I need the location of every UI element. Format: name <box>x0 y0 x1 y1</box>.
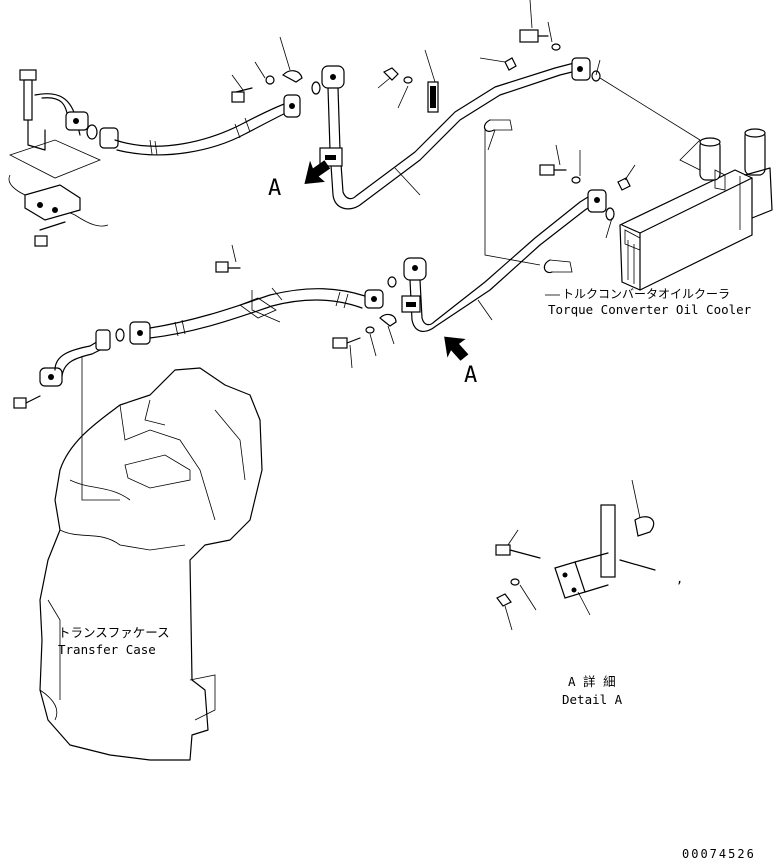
detail-a-label-en: Detail A <box>562 692 623 707</box>
lower-hose <box>13 244 397 501</box>
lower-tube <box>401 189 615 332</box>
left-clamp-assembly <box>8 69 109 247</box>
detail-a-label-jp: A 詳 細 <box>568 674 616 689</box>
detail-a-view: , A 詳 細 Detail A <box>495 479 683 707</box>
drawing-number: 00074526 <box>682 847 756 859</box>
upper-hose <box>86 36 321 156</box>
oil-cooler-label-en: Torque Converter Oil Cooler <box>548 302 752 317</box>
detail-tick-mark: , <box>676 572 683 586</box>
view-arrow-upper: A <box>268 160 331 201</box>
transfer-case: トランスファケース Transfer Case <box>39 367 263 761</box>
upper-tube <box>319 0 701 210</box>
middle-bracket <box>377 49 541 266</box>
view-label-a-upper: A <box>268 176 281 201</box>
transfer-case-label-jp: トランスファケース <box>58 625 170 640</box>
oil-cooler: トルクコンバータオイルクーラ Torque Converter Oil Cool… <box>545 128 773 317</box>
lower-hardware <box>332 313 397 369</box>
view-label-a-lower: A <box>464 363 477 388</box>
transfer-case-label-en: Transfer Case <box>58 642 156 657</box>
view-arrow-lower: A <box>444 336 477 388</box>
right-hardware <box>539 144 636 191</box>
oil-cooler-label-jp: トルクコンバータオイルクーラ <box>562 287 730 301</box>
